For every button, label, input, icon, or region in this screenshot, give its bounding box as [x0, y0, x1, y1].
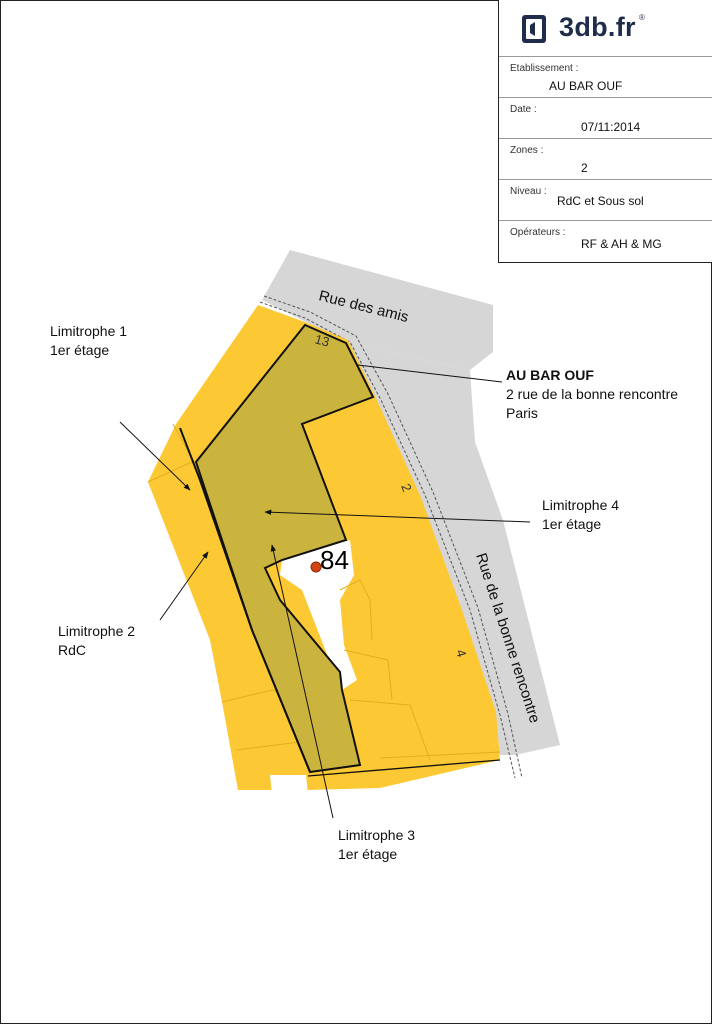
boundary-south — [307, 759, 501, 777]
establishment-callout: AU BAR OUF 2 rue de la bonne rencontre P… — [506, 366, 678, 423]
neighbor-level: 1er étage — [542, 516, 602, 532]
info-row-operateurs: Opérateurs : RF & AH & MG — [499, 221, 712, 261]
leader-establishment — [357, 364, 503, 383]
info-row-etablissement: Etablissement : AU BAR OUF — [499, 57, 712, 98]
label-limitrophe-3: Limitrophe 3 1er étage — [338, 826, 415, 864]
title-block: 3db.fr ® Etablissement : AU BAR OUF Date… — [498, 0, 712, 263]
info-label: Niveau : — [510, 186, 547, 197]
logo-cell: 3db.fr ® — [499, 0, 712, 57]
arrow-limitrophe-3 — [270, 544, 334, 819]
arrow-limitrophe-2 — [159, 551, 209, 621]
neighbor-name: Limitrophe 2 — [58, 623, 136, 639]
street-rue-des-amis — [262, 250, 493, 370]
location-marker — [310, 561, 322, 573]
info-value: RdC et Sous sol — [557, 194, 644, 208]
street-rue-bonne-rencontre — [348, 343, 560, 755]
info-label: Etablissement : — [510, 63, 579, 74]
info-value: RF & AH & MG — [581, 237, 662, 251]
neighbor-level: 1er étage — [50, 342, 110, 358]
parcel-number-84: 84 — [320, 545, 349, 575]
info-label: Opérateurs : — [510, 227, 566, 238]
street-limit-line-outer — [263, 295, 523, 779]
label-limitrophe-1: Limitrophe 1 1er étage — [50, 322, 127, 360]
boundary-line — [179, 427, 311, 773]
establishment-name: AU BAR OUF — [506, 367, 594, 383]
neighbor-level: 1er étage — [338, 846, 398, 862]
info-row-zones: Zones : 2 — [499, 139, 712, 180]
info-row-niveau: Niveau : RdC et Sous sol — [499, 180, 712, 221]
info-value: AU BAR OUF — [549, 79, 623, 93]
label-limitrophe-4: Limitrophe 4 1er étage — [542, 496, 619, 534]
logo-icon — [522, 15, 546, 43]
info-label: Date : — [510, 104, 537, 115]
street-number-13: 13 — [313, 331, 331, 349]
neighbor-name: Limitrophe 4 — [542, 497, 620, 513]
label-limitrophe-2: Limitrophe 2 RdC — [58, 622, 135, 660]
info-label: Zones : — [510, 145, 544, 156]
info-value: 2 — [581, 161, 588, 175]
info-value: 07/11:2014 — [581, 120, 641, 134]
courtyard-notch — [270, 775, 308, 795]
brand-name: 3db.fr — [559, 12, 636, 42]
neighbor-level: RdC — [58, 642, 87, 658]
arrow-limitrophe-4 — [264, 509, 531, 523]
arrow-limitrophe-1 — [119, 421, 191, 491]
courtyard-white — [280, 540, 357, 690]
street-limit-line — [259, 301, 516, 779]
info-row-date: Date : 07/11:2014 — [499, 98, 712, 139]
establishment-address: 2 rue de la bonne rencontre — [506, 386, 679, 402]
brand-registered-mark: ® — [639, 13, 645, 22]
establishment-city: Paris — [506, 405, 538, 421]
street-number-4: 4 — [453, 648, 469, 659]
neighbor-name: Limitrophe 1 — [50, 323, 128, 339]
neighbor-name: Limitrophe 3 — [338, 827, 416, 843]
